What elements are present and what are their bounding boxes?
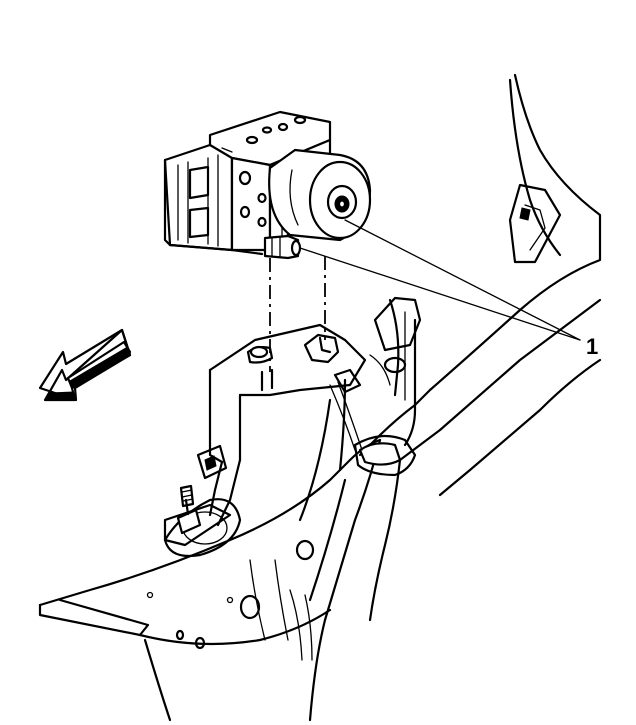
modulator-mounting-pin bbox=[263, 234, 302, 260]
forward-direction-arrow bbox=[38, 328, 132, 402]
callout-number: 1 bbox=[586, 334, 598, 359]
mounting-bracket bbox=[163, 323, 367, 547]
alignment-lines bbox=[269, 256, 326, 372]
abs-modulator-assembly bbox=[163, 110, 372, 260]
callout-leaders bbox=[299, 219, 581, 341]
vehicle-frame-rail bbox=[38, 73, 602, 722]
mounting-bolt bbox=[176, 484, 202, 535]
